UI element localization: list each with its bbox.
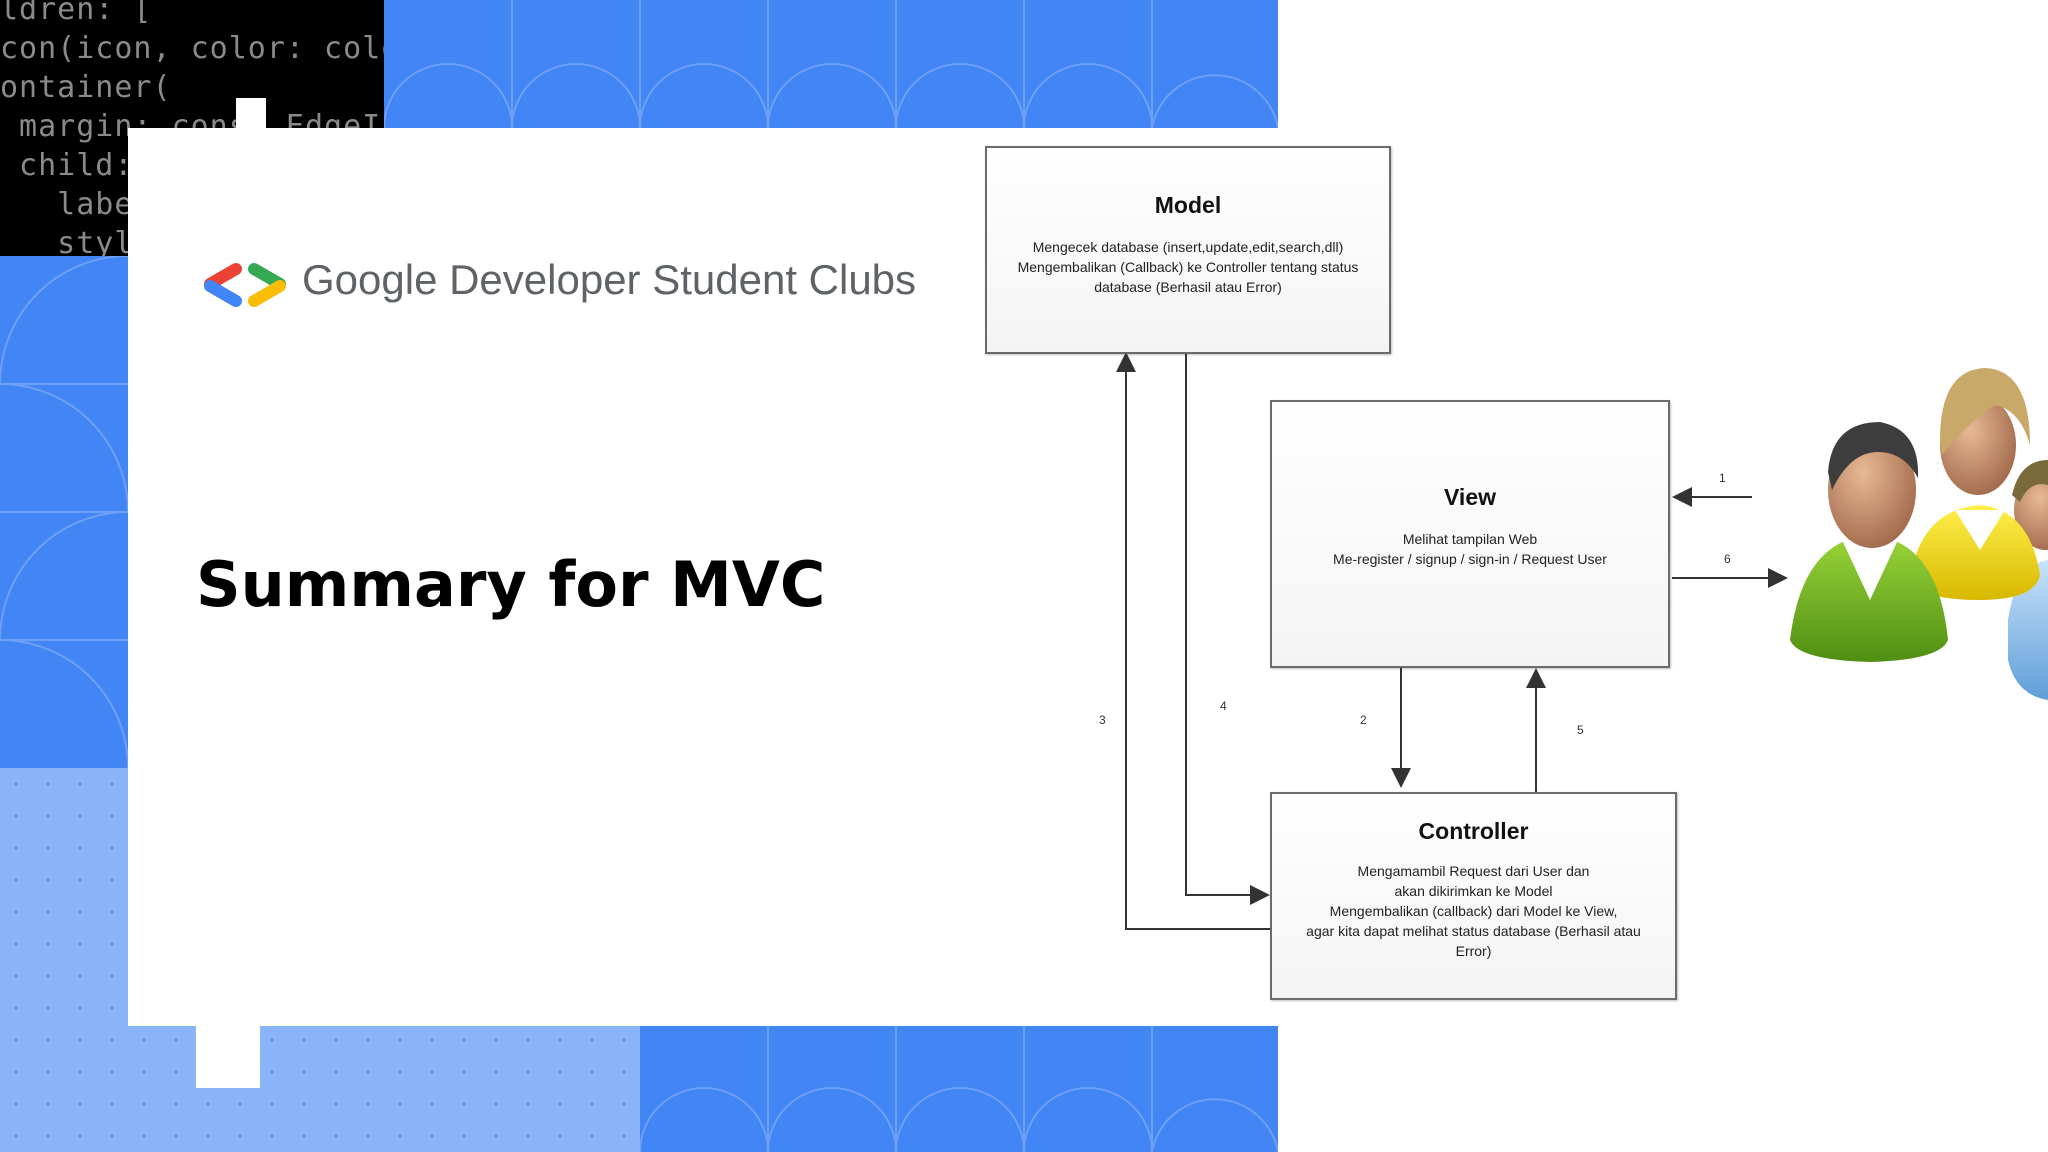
model-line: Mengembalikan (Callback) ke Controller t…: [1017, 259, 1359, 275]
bottom-banner-decoration: [640, 1024, 1278, 1152]
controller-line: Mengamambil Request dari User dan: [1357, 863, 1590, 879]
model-line: database (Berhasil atau Error): [1094, 279, 1282, 295]
model-title: Model: [1154, 192, 1222, 218]
edge-3-arrow: [1116, 352, 1270, 930]
controller-box: Controller Mengamambil Request dari User…: [1270, 792, 1677, 1000]
edge-label-5: 5: [1577, 723, 1584, 737]
white-square-decoration: [196, 1024, 260, 1088]
controller-description: Mengamambil Request dari User dan akan d…: [1272, 861, 1675, 961]
lower-white-block-decoration: [260, 958, 1278, 1024]
edge-label-3: 3: [1099, 713, 1106, 727]
edge-label-6: 6: [1724, 552, 1731, 566]
edge-label-1: 1: [1719, 471, 1726, 485]
top-banner-decoration: [384, 0, 1278, 128]
code-line: ontainer(: [0, 70, 172, 105]
view-line: Me-register / signup / sign-in / Request…: [1333, 551, 1607, 567]
controller-line: akan dikirimkan ke Model: [1394, 883, 1553, 899]
edge-4-arrow: [1185, 354, 1270, 905]
model-box: Model Mengecek database (insert,update,e…: [985, 146, 1391, 354]
mvc-connectors: [1116, 352, 1788, 930]
model-description: Mengecek database (insert,update,edit,se…: [987, 237, 1389, 297]
model-line: Mengecek database (insert,update,edit,se…: [1032, 239, 1344, 255]
view-description: Melihat tampilan Web Me-register / signu…: [1272, 529, 1668, 569]
slide-title: Summary for MVC: [196, 548, 826, 621]
left-strip-decoration: [0, 256, 128, 768]
brand-name: Google Developer Student Clubs: [302, 256, 917, 303]
edge-label-4: 4: [1220, 699, 1227, 713]
view-box: View Melihat tampilan Web Me-register / …: [1270, 400, 1670, 668]
controller-line: agar kita dapat melihat status database …: [1306, 923, 1641, 939]
code-line: con(icon, color: color: [0, 31, 384, 66]
controller-line: Mengembalikan (callback) dari Model ke V…: [1329, 903, 1618, 919]
view-line: Melihat tampilan Web: [1402, 531, 1538, 547]
small-square-decoration: [236, 98, 266, 128]
controller-title: Controller: [1418, 818, 1529, 844]
view-title: View: [1444, 484, 1496, 510]
controller-line: Error): [1455, 943, 1492, 959]
code-line: ldren: [: [0, 0, 153, 27]
users-group-icon: [1790, 368, 2048, 700]
gdsc-logo-icon: [204, 263, 286, 307]
edge-label-2: 2: [1360, 713, 1367, 727]
